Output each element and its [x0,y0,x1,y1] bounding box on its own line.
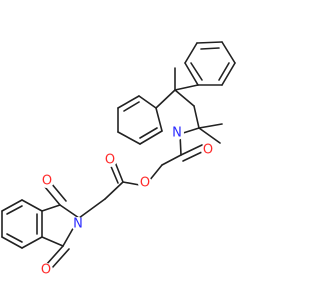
svg-text:O: O [41,263,51,278]
phenyl-ring [184,41,236,86]
svg-text:N: N [73,217,83,232]
atom-labels: O O O N N O O [39,126,215,278]
svg-text:N: N [172,126,182,141]
atom-o-ester-carbonyl: O [103,153,117,168]
svg-text:O: O [203,143,213,158]
atom-n-quinoline: N [170,126,184,141]
atom-o-imide-top: O [40,174,54,189]
molecule-canvas: O O O N N O O [1,41,236,278]
svg-text:O: O [105,153,115,168]
molecule-structure: O O O N N O O [1,41,236,278]
phthalimide-group [1,182,80,269]
atom-n-imide: N [71,217,85,232]
tetrahydroquinoline-core [117,67,223,145]
svg-text:O: O [42,174,52,189]
atom-o-imide-bottom: O [39,263,53,278]
svg-text:O: O [140,176,150,191]
atom-o-acyl: O [201,143,215,158]
atom-o-ester-link: O [138,176,152,191]
